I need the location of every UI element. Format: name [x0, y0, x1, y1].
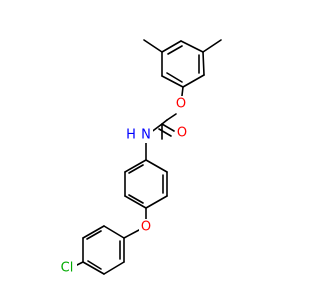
bond [161, 40, 182, 53]
bond [180, 40, 204, 53]
bond [123, 229, 140, 239]
bond [166, 72, 183, 83]
bond [182, 74, 205, 88]
bond [167, 45, 183, 55]
bond [124, 159, 147, 173]
bond [202, 51, 205, 76]
molecule-structure-diagram: O O N H O Cl [60, 39, 222, 276]
amide-hydrogen-label: H [126, 128, 136, 143]
methyl-bond-left [143, 39, 163, 53]
methyl-bond-right [202, 39, 222, 53]
chlorine-label: Cl [61, 261, 74, 276]
carbonyl-oxygen-label: O [177, 126, 187, 141]
bond [124, 195, 147, 209]
bond [128, 194, 144, 204]
bond [145, 159, 168, 173]
bond [82, 261, 105, 275]
bond [161, 75, 184, 88]
bond [86, 230, 102, 240]
chlorophenyl-ring [82, 225, 125, 275]
ether-oxygen-bottom-label: O [141, 220, 151, 235]
bond [166, 113, 177, 121]
bond [103, 225, 125, 239]
bond [145, 195, 168, 209]
ether-oxygen-top-label: O [176, 97, 186, 112]
bond [158, 128, 172, 137]
bond [87, 260, 102, 270]
bond [128, 164, 144, 174]
amide-nitrogen-label: N [141, 128, 151, 143]
bond [82, 225, 105, 239]
bond [161, 119, 168, 125]
dimethylphenyl-ring [161, 40, 205, 88]
phenylene-ring [124, 159, 168, 209]
bond [161, 123, 175, 132]
bond [103, 261, 125, 275]
